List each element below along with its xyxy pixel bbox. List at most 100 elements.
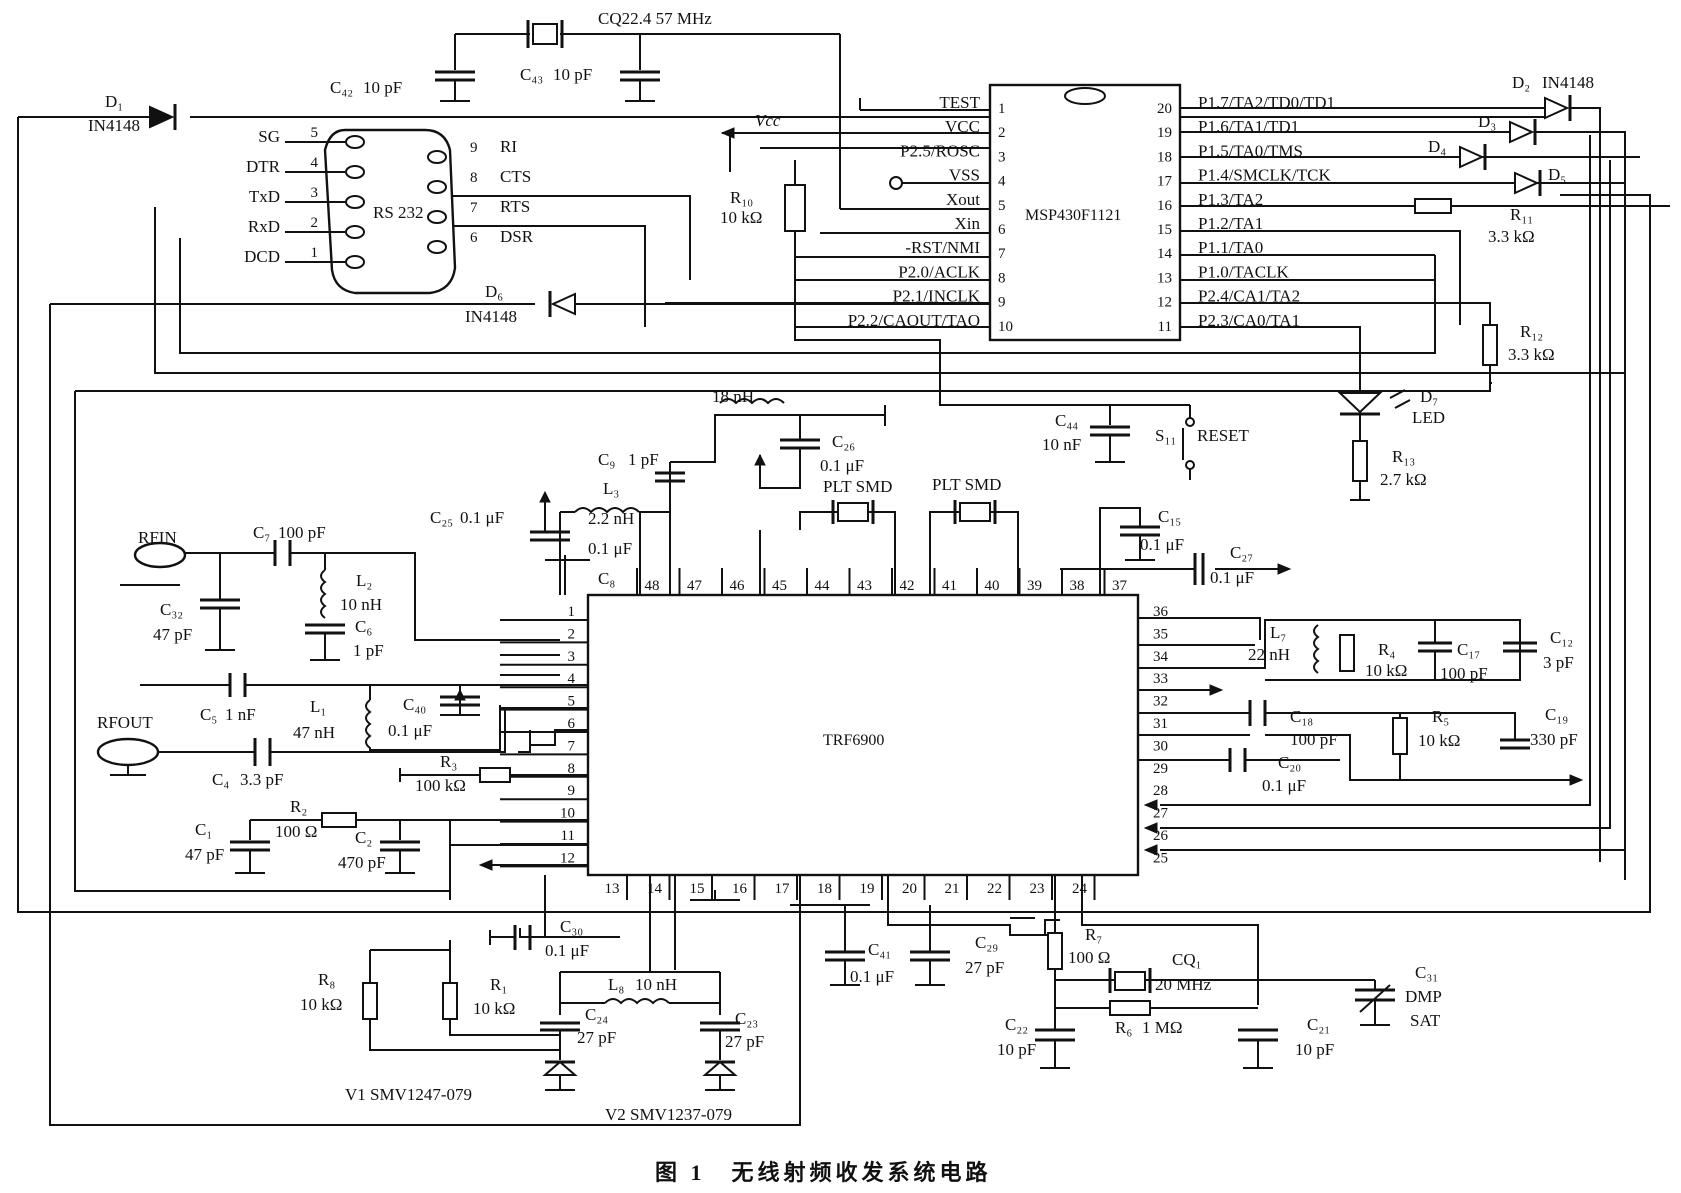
d4-label: D₄: [1428, 137, 1446, 156]
rs232-pin-socket: [427, 210, 447, 224]
rf-pin-number: 3: [568, 649, 576, 665]
d6-label: D₆: [485, 282, 503, 301]
v2-label: V2 SMV1237-079: [605, 1105, 732, 1124]
rs232-pin-socket: [345, 165, 365, 179]
mcu-pin-name: P1.5/TA0/TMS: [1198, 141, 1303, 160]
c26-value: 0.1 μF: [820, 456, 864, 475]
rf-pin-number: 42: [900, 578, 915, 594]
d2-d5-diodes: [1459, 95, 1640, 880]
mcu-pin-name: P1.2/TA1: [1198, 214, 1263, 233]
l2-label: L₂: [356, 571, 372, 590]
mcu-pin-name: VSS: [949, 166, 980, 185]
c23-label: C₂₃: [735, 1009, 758, 1028]
d6-value: IN4148: [465, 307, 517, 326]
rs232-pin-number: 9: [470, 140, 478, 156]
rf-left-network: [96, 540, 588, 900]
l2-value: 10 nH: [340, 595, 382, 614]
mcu-pin-number: 13: [1157, 270, 1172, 286]
c9-value: 1 pF: [628, 450, 659, 469]
c40-label: C₄₀: [403, 695, 426, 714]
mcu-pin-name: P2.0/ACLK: [898, 262, 980, 281]
rs232-pin-socket: [427, 240, 447, 254]
rf-bottom-network: [362, 875, 1395, 1091]
rs232-pin-number: 4: [311, 155, 319, 171]
c30-value: 0.1 μF: [545, 941, 589, 960]
r10-resistor: [720, 127, 806, 232]
d3-label: D₃: [1478, 112, 1496, 131]
mcu-pin-name: P2.4/CA1/TA2: [1198, 287, 1300, 306]
c27-value: 0.1 μF: [1210, 568, 1254, 587]
l7-value: 22 nH: [1248, 645, 1290, 664]
rs232-name: RS 232: [373, 203, 424, 222]
d7-value: LED: [1412, 408, 1445, 427]
rs232-pin-socket: [427, 150, 447, 164]
rf-pin-number: 13: [605, 881, 620, 897]
rf-pin-number: 34: [1153, 649, 1169, 665]
rf-pin-number: 33: [1153, 671, 1168, 687]
rs232-pin-name: RTS: [500, 197, 530, 216]
mcu-pin-number: 12: [1157, 295, 1172, 311]
figure-caption: 图 1 无线射频收发系统电路: [655, 1160, 992, 1185]
r1-label: R₁: [490, 975, 507, 994]
rs232-pin-number: 2: [311, 215, 319, 231]
c31-value2: SAT: [1410, 1011, 1441, 1030]
mcu-pin-name: P1.6/TA1/TD1: [1198, 117, 1299, 136]
rs232-pin-name: RxD: [248, 217, 280, 236]
c43-label: C₄₃: [520, 65, 543, 84]
r6-value: 1 MΩ: [1142, 1018, 1183, 1037]
rfout-label: RFOUT: [97, 713, 153, 732]
rs232-pin-name: TxD: [249, 187, 280, 206]
v1-label: V1 SMV1247-079: [345, 1085, 472, 1104]
rf-pin-number: 45: [772, 578, 787, 594]
c9-label: C₉: [598, 450, 615, 469]
rf-pin-number: 38: [1070, 578, 1085, 594]
c2-label: C₂: [355, 828, 372, 847]
vcc-label: Vcc: [755, 111, 781, 130]
rf-pin-number: 32: [1153, 694, 1168, 710]
c42-label: C₄₂: [330, 78, 353, 97]
c21-label: C₂₁: [1307, 1015, 1330, 1034]
rf-right-network: [1138, 135, 1625, 856]
rf-pin-number: 21: [945, 881, 960, 897]
c29-value: 27 pF: [965, 958, 1004, 977]
c2-value: 470 pF: [338, 853, 386, 872]
reset-network: [1090, 405, 1195, 480]
rf-pin-number: 20: [902, 881, 917, 897]
c21-value: 10 pF: [1295, 1040, 1334, 1059]
d1-diode: [149, 104, 177, 130]
rf-pin-number: 9: [568, 783, 576, 799]
d1-label: D₁: [105, 92, 123, 111]
c1-label: C₁: [195, 820, 212, 839]
l8-value: 10 nH: [635, 975, 677, 994]
mcu-pin-number: 14: [1157, 246, 1173, 262]
rf-pin-number: 16: [732, 881, 748, 897]
mcu-pin-number: 4: [998, 174, 1006, 190]
mcu-pin-name: TEST: [939, 93, 980, 112]
mcu-pin-name: P1.4/SMCLK/TCK: [1198, 166, 1331, 185]
c18-label: C₁₈: [1290, 707, 1313, 726]
rf-pin-number: 29: [1153, 761, 1168, 777]
mcu-pin-name: P2.2/CAOUT/TAO: [848, 311, 980, 330]
rs232-pin-number: 3: [311, 185, 319, 201]
rf-pin-number: 41: [942, 578, 957, 594]
mcu-pin-name: P1.7/TA2/TD0/TD1: [1198, 93, 1335, 112]
mcu-pin-number: 5: [998, 198, 1006, 214]
mcu-pin-number: 19: [1157, 125, 1172, 141]
mcu-pin-name: P2.3/CA0/TA1: [1198, 311, 1300, 330]
rf-pin-number: 43: [857, 578, 872, 594]
rf-pin-number: 36: [1153, 604, 1169, 620]
r3-value: 100 kΩ: [415, 776, 466, 795]
xtal-top-label: CQ22.4 57 MHz: [598, 9, 712, 28]
rf-pin-number: 23: [1030, 881, 1045, 897]
rs232-pin-socket: [345, 135, 365, 149]
c8-value: 0.1 μF: [588, 539, 632, 558]
c42-value: 10 pF: [363, 78, 402, 97]
c29-label: C₂₉: [975, 933, 998, 952]
c22-label: C₂₂: [1005, 1015, 1028, 1034]
c17-label: C₁₇: [1457, 640, 1480, 659]
